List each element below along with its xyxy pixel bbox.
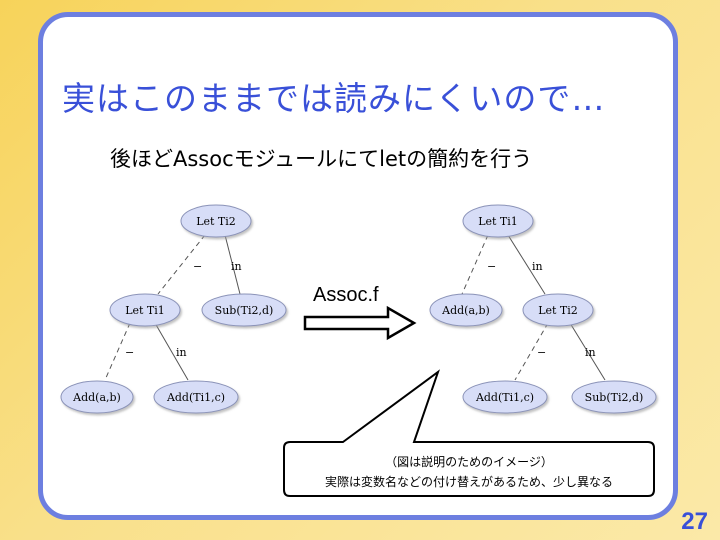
callout-line-2: 実際は変数名などの付け替えがあるため、少し異なる — [324, 475, 613, 489]
edge-letti2-sub — [569, 322, 606, 381]
edge-root-sub — [224, 234, 241, 295]
left-node-add-ti1c-label: Add(Ti1,c) — [166, 391, 225, 404]
right-node-let-ti2-label: Let Ti2 — [538, 304, 578, 317]
right-node-root: Let Ti1 — [462, 204, 534, 238]
edge-letti1-addti1c — [154, 322, 189, 381]
right-tree-edges — [461, 234, 606, 381]
page-number: 27 — [681, 508, 708, 535]
callout-bubble — [283, 369, 655, 497]
right-node-add-ab: Add(a,b) — [429, 293, 503, 327]
right-ti2-edge-left-label: − — [537, 346, 546, 359]
left-node-sub-label: Sub(Ti2,d) — [215, 304, 274, 317]
left-ti1-edge-left-label: − — [125, 346, 134, 359]
edge-rroot-letti2 — [507, 234, 546, 295]
left-node-let-ti1: Let Ti1 — [109, 293, 181, 327]
right-node-let-ti2: Let Ti2 — [522, 293, 594, 327]
edge-root-letti1 — [157, 234, 206, 295]
transform-label: Assoc.f — [313, 284, 379, 306]
transform-arrow-icon — [303, 305, 417, 341]
left-node-sub: Sub(Ti2,d) — [201, 293, 287, 327]
right-node-sub: Sub(Ti2,d) — [571, 380, 657, 414]
callout-line-1: （図は説明のためのイメージ） — [385, 455, 553, 469]
right-ti2-edge-right-label: in — [585, 346, 596, 359]
left-tree-edges — [104, 234, 241, 381]
left-node-add-ab-label: Add(a,b) — [72, 391, 121, 404]
callout-text: （図は説明のためのイメージ） 実際は変数名などの付け替えがあるため、少し異なる — [284, 452, 654, 492]
right-node-add-ti1c: Add(Ti1,c) — [462, 380, 548, 414]
left-node-root-label: Let Ti2 — [196, 215, 236, 228]
left-node-let-ti1-label: Let Ti1 — [125, 304, 165, 317]
right-root-edge-right-label: in — [532, 260, 543, 273]
right-node-root-label: Let Ti1 — [478, 215, 518, 228]
left-node-add-ab: Add(a,b) — [60, 380, 134, 414]
left-node-add-ti1c: Add(Ti1,c) — [153, 380, 239, 414]
right-root-edge-left-label: − — [487, 260, 496, 273]
right-node-sub-label: Sub(Ti2,d) — [585, 391, 644, 404]
right-node-add-ti1c-label: Add(Ti1,c) — [475, 391, 534, 404]
left-node-root: Let Ti2 — [180, 204, 252, 238]
slide-subtitle: 後ほどAssocモジュールにてletの簡約を行う — [110, 147, 533, 171]
left-root-edge-left-label: − — [193, 260, 202, 273]
slide-title: 実はこのままでは読みにくいので… — [62, 79, 606, 118]
right-node-add-ab-label: Add(a,b) — [441, 304, 490, 317]
left-ti1-edge-right-label: in — [176, 346, 187, 359]
edge-letti1-add — [104, 322, 131, 381]
left-root-edge-right-label: in — [231, 260, 242, 273]
edge-letti2-addti1c — [514, 322, 549, 381]
edge-rroot-add — [461, 234, 489, 295]
